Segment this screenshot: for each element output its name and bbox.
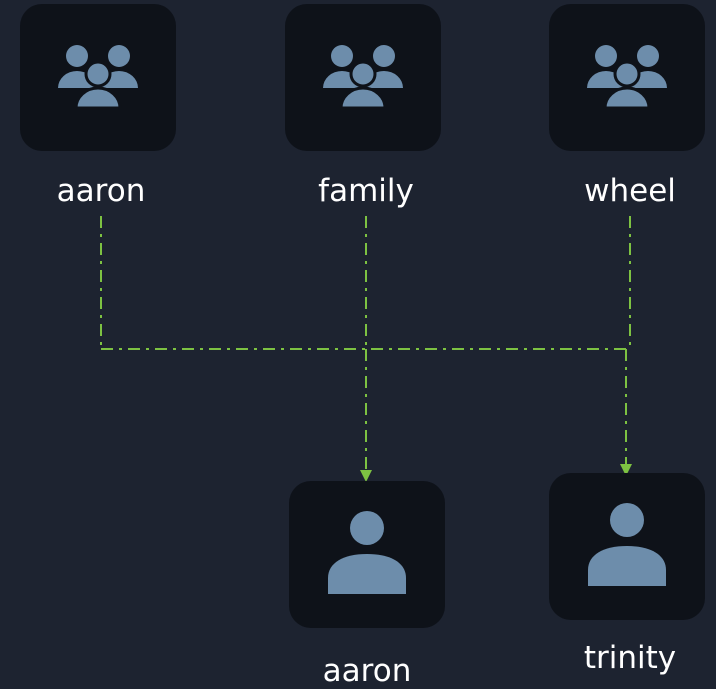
group-node-wheel[interactable] [549, 4, 705, 151]
user-label-trinity: trinity [583, 640, 677, 676]
group-label-wheel: wheel [584, 173, 676, 209]
user-label-aaron: aaron [322, 653, 412, 689]
group-icon [58, 45, 138, 110]
user-node-aaron[interactable] [289, 481, 445, 628]
group-label-family: family [318, 173, 414, 209]
user-icon [588, 503, 666, 586]
group-icon [323, 45, 403, 110]
user-node-trinity[interactable] [549, 473, 705, 620]
group-icon [587, 45, 667, 110]
user-icon [328, 511, 406, 594]
group-node-family[interactable] [285, 4, 441, 151]
group-node-aaron[interactable] [20, 4, 176, 151]
group-label-aaron: aaron [56, 173, 146, 209]
